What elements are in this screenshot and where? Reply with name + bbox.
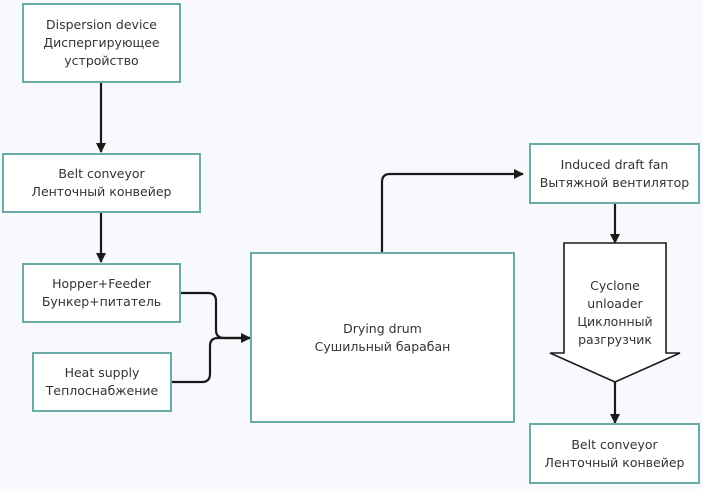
node-hopper-feeder[interactable]: Hopper+Feeder Бункер+питатель [22, 263, 181, 323]
node-label-en: Belt conveyor [58, 166, 145, 181]
node-drying-drum[interactable]: Drying drum Сушильный барабан [250, 252, 515, 423]
node-heat-supply[interactable]: Heat supply Теплоснабжение [32, 352, 172, 412]
node-label-en: Drying drum [343, 320, 422, 336]
node-label-ru: Ленточный конвейер [544, 454, 685, 470]
node-label-en: Cyclone [590, 278, 640, 293]
node-label-en: Heat supply [64, 365, 140, 380]
edge-heat-to-drum [171, 336, 250, 384]
node-label-ru: разгрузчик [578, 332, 652, 347]
node-label-ru: устройство [64, 53, 139, 68]
node-label-en: Belt conveyor [571, 436, 658, 452]
node-dispersion-device[interactable]: Dispersion device Диспергирующее устройс… [22, 3, 181, 83]
edge-drum-to-fan [380, 169, 524, 253]
node-label-en: unloader [587, 296, 643, 311]
node-label-ru: Бункер+питатель [41, 294, 162, 309]
node-label-ru: Ленточный конвейер [31, 184, 172, 199]
node-label-ru: Вытяжной вентилятор [539, 174, 690, 190]
node-label-ru: Циклонный [577, 314, 653, 329]
node-label-en: Hopper+Feeder [52, 276, 151, 291]
node-belt-conveyor-top[interactable]: Belt conveyor Ленточный конвейер [2, 153, 201, 213]
node-belt-conveyor-bottom[interactable]: Belt conveyor Ленточный конвейер [529, 423, 700, 484]
node-cyclone-unloader-label: Cyclone unloader Циклонный разгрузчик [563, 277, 667, 349]
node-label-ru: Сушильный барабан [314, 338, 451, 354]
node-label-en: Induced draft fan [560, 156, 669, 172]
edge-hopper-to-drum [181, 291, 251, 343]
node-label-ru: Диспергирующее [43, 35, 160, 50]
node-label-en: Dispersion device [46, 17, 157, 32]
node-induced-draft-fan[interactable]: Induced draft fan Вытяжной вентилятор [529, 143, 700, 204]
cyclone-shape[interactable] [549, 242, 681, 383]
node-label-ru: Теплоснабжение [45, 383, 159, 398]
